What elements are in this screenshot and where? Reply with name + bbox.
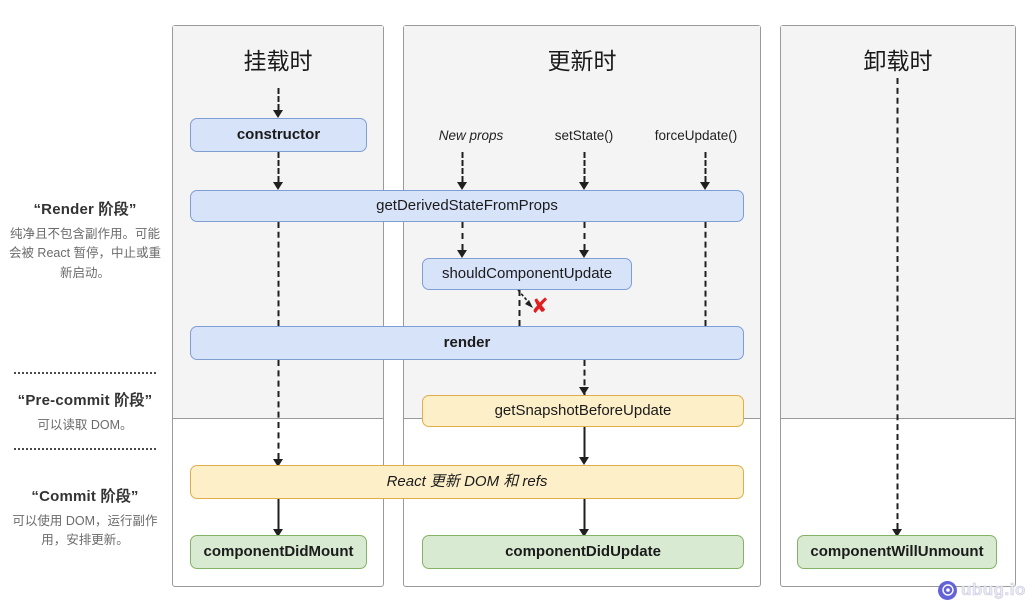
node-get-derived-state-from-props[interactable]: getDerivedStateFromProps	[190, 190, 744, 222]
watermark: ubug.io	[938, 580, 1026, 600]
connector-dom-to-did-update	[583, 499, 586, 529]
connector-render-to-snapshot	[583, 360, 586, 395]
arrowhead-set-state-to-gdsfp	[579, 182, 589, 190]
trigger-new-props: New props	[438, 128, 504, 143]
connector-force-update-to-gdsfp	[704, 152, 707, 182]
arrowhead-dom-to-did-mount	[273, 529, 283, 537]
legend-precommit-phase-desc: 可以读取 DOM。	[37, 418, 133, 432]
connector-scu-skip-branch	[517, 289, 533, 308]
connector-render-to-dom-mount	[277, 360, 280, 459]
connector-constructor-to-gdsfp	[277, 152, 280, 182]
legend-commit-phase-desc: 可以使用 DOM，运行副作用，安排更新。	[12, 514, 158, 548]
arrowhead-to-constructor	[273, 110, 283, 118]
legend-commit-phase: “Commit 阶段” 可以使用 DOM，运行副作用，安排更新。	[5, 485, 165, 551]
node-component-did-update[interactable]: componentDidUpdate	[422, 535, 744, 569]
watermark-text: ubug.io	[961, 580, 1026, 600]
connector-set-state-to-gdsfp	[583, 152, 586, 182]
arrowhead-unmount-long	[892, 529, 902, 537]
legend-render-phase-desc: 纯净且不包含副作用。可能会被 React 暂停，中止或重新启动。	[8, 227, 162, 280]
arrowhead-render-to-snapshot	[579, 387, 589, 395]
node-render[interactable]: render	[190, 326, 744, 360]
connector-gdsfp-to-render-force	[704, 222, 707, 326]
arrowhead-constructor-to-gdsfp	[273, 182, 283, 190]
connector-snapshot-to-dom	[583, 427, 586, 459]
node-constructor[interactable]: constructor	[190, 118, 367, 152]
node-should-component-update[interactable]: shouldComponentUpdate	[422, 258, 632, 290]
legend-precommit-phase: “Pre-commit 阶段” 可以读取 DOM。	[5, 389, 165, 435]
arrowhead-dom-to-did-update	[579, 529, 589, 537]
column-mounting-title: 挂载时	[243, 48, 313, 74]
legend-commit-phase-title: “Commit 阶段”	[31, 488, 139, 505]
column-updating-title: 更新时	[547, 48, 617, 74]
connector-gdsfp-to-scu-props	[461, 222, 464, 250]
connector-gdsfp-to-render-mount	[277, 222, 280, 326]
legend-divider-bottom	[14, 448, 156, 450]
arrowhead-new-props-to-gdsfp	[457, 182, 467, 190]
node-get-snapshot-before-update[interactable]: getSnapshotBeforeUpdate	[422, 395, 744, 427]
legend-render-phase: “Render 阶段” 纯净且不包含副作用。可能会被 React 暂停，中止或重…	[5, 198, 165, 283]
connector-new-props-to-gdsfp	[461, 152, 464, 182]
column-unmounting-title: 卸载时	[863, 48, 933, 74]
arrowhead-render-to-dom-mount	[273, 459, 283, 467]
trigger-set-state: setState()	[554, 128, 614, 143]
connector-gdsfp-to-scu-state	[583, 222, 586, 250]
connector-scu-to-render	[518, 290, 521, 326]
node-component-will-unmount[interactable]: componentWillUnmount	[797, 535, 997, 569]
arrowhead-snapshot-to-dom	[579, 457, 589, 465]
connector-unmount-long	[896, 78, 899, 529]
skip-update-x-icon: ✘	[531, 295, 549, 318]
trigger-force-update: forceUpdate()	[654, 128, 738, 143]
watermark-badge-icon	[938, 580, 957, 600]
legend-render-phase-title: “Render 阶段”	[33, 201, 137, 218]
connector-dom-to-did-mount	[277, 499, 280, 529]
connector-to-constructor	[277, 88, 280, 110]
legend-divider-top	[14, 372, 156, 374]
arrowhead-gdsfp-to-scu-state	[579, 250, 589, 258]
node-react-updates-dom[interactable]: React 更新 DOM 和 refs	[190, 465, 744, 499]
arrowhead-force-update-to-gdsfp	[700, 182, 710, 190]
legend-precommit-phase-title: “Pre-commit 阶段”	[17, 392, 153, 409]
column-updating	[403, 25, 761, 587]
arrowhead-gdsfp-to-scu-props	[457, 250, 467, 258]
node-component-did-mount[interactable]: componentDidMount	[190, 535, 367, 569]
